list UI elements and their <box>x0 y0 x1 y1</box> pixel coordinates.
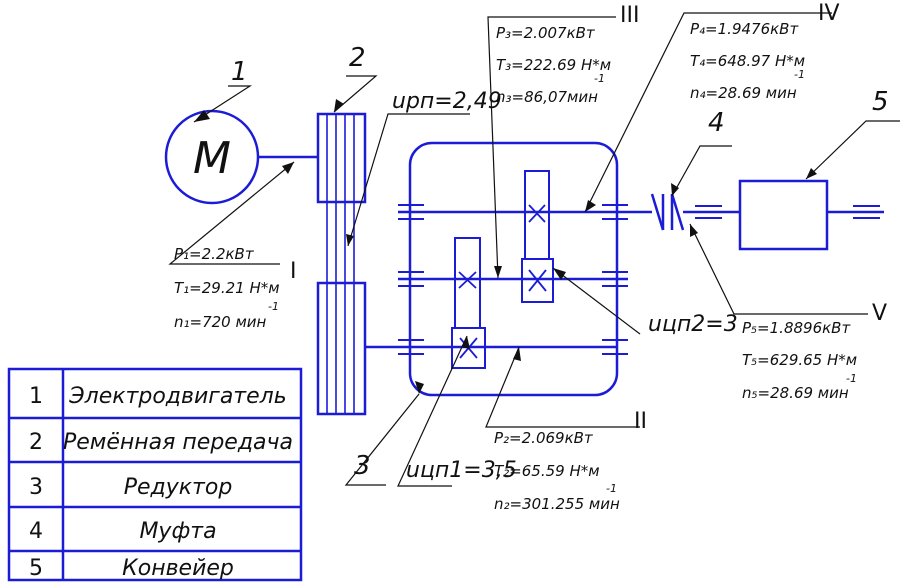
callout-5: 5 <box>872 87 889 117</box>
electric-motor: M <box>164 109 318 205</box>
shaft-I-torque: T₁=29.21 Н*м <box>174 279 280 297</box>
shaft-V-speed: n₅=28.69 мин <box>742 384 849 402</box>
legend-num: 5 <box>29 556 43 581</box>
legend-row: 4 Муфта <box>29 519 217 544</box>
gear-wheel-1 <box>454 237 481 329</box>
shaft-IV-power: P₄=1.9476кВт <box>690 20 799 38</box>
shaft-I-power: P₁=2.2кВт <box>174 245 255 263</box>
shaft-III-exponent: -1 <box>594 72 605 85</box>
shaft-II-torque: T₂=65.59 Н*м <box>494 462 600 480</box>
shaft-II-exponent: -1 <box>606 482 617 495</box>
drive-pulley <box>316 112 367 204</box>
callout-2: 2 <box>349 43 366 73</box>
gearbox <box>365 141 652 397</box>
legend-name: Ремённая передача <box>63 430 293 455</box>
shaft-IV-torque: T₄=648.97 Н*м <box>690 52 805 70</box>
gearbox-housing <box>408 141 619 397</box>
callout-4: 4 <box>708 108 725 138</box>
gear-stage-2-ratio: uцп2=3 <box>648 312 738 337</box>
shaft-IV-exponent: -1 <box>794 68 805 81</box>
legend-num: 3 <box>29 475 43 500</box>
callout-3: 3 <box>354 451 371 481</box>
legend-num: 4 <box>29 519 43 544</box>
legend-num: 2 <box>29 430 43 455</box>
motor-symbol: M <box>193 133 231 184</box>
conveyor-drum <box>738 179 829 251</box>
shaft-V-power: P₅=1.8896кВт <box>742 319 851 337</box>
shaft-V-torque: T₅=629.65 Н*м <box>742 351 857 369</box>
coupling <box>650 193 740 231</box>
pinion-1 <box>451 327 486 369</box>
bearings <box>398 204 628 355</box>
legend-name: Конвейер <box>122 556 234 581</box>
leader-lines <box>168 12 900 487</box>
legend-table: 1 Электродвигатель 2 Ремённая передача 3… <box>7 367 303 582</box>
shaft-II-speed: n₂=301.255 мин <box>494 495 620 513</box>
callout-1: 1 <box>231 57 248 87</box>
belt-ratio: uрп=2,49 <box>392 89 502 114</box>
shaft-I-label: I <box>290 259 297 284</box>
pinion-2 <box>521 258 554 303</box>
gear-wheel-2 <box>524 170 550 260</box>
gear-stage-1-ratio: uцп1=3,5 <box>406 458 517 483</box>
legend-name: Муфта <box>139 519 216 544</box>
shaft-I-speed: n₁=720 мин <box>174 313 267 331</box>
legend-row: 2 Ремённая передача <box>29 430 293 455</box>
shaft-III-label: III <box>620 3 639 28</box>
shaft-V-label: V <box>872 301 887 326</box>
shaft-I-exponent: -1 <box>268 300 279 313</box>
shaft-V-exponent: -1 <box>846 372 857 385</box>
shaft-III-power: P₃=2.007кВт <box>496 24 596 42</box>
legend-name: Редуктор <box>124 475 233 500</box>
shaft-II-label: II <box>634 409 647 434</box>
belt-drive <box>316 112 367 416</box>
shaft-III-speed: n₃=86,07мин <box>496 88 598 106</box>
legend-num: 1 <box>29 384 43 409</box>
shaft-II-power: P₂=2.069кВт <box>494 429 594 447</box>
arrow-heads <box>194 99 817 394</box>
driven-pulley <box>316 281 367 416</box>
shaft-IV-speed: n₄=28.69 мин <box>690 84 797 102</box>
legend-row: 1 Электродвигатель <box>29 384 287 409</box>
legend-row: 3 Редуктор <box>29 475 232 500</box>
legend-name: Электродвигатель <box>68 384 286 409</box>
legend-row: 5 Конвейер <box>29 556 234 581</box>
shaft-III-torque: T₃=222.69 Н*м <box>496 56 611 74</box>
shaft-IV-label: IV <box>818 1 840 26</box>
conveyor <box>738 179 884 251</box>
